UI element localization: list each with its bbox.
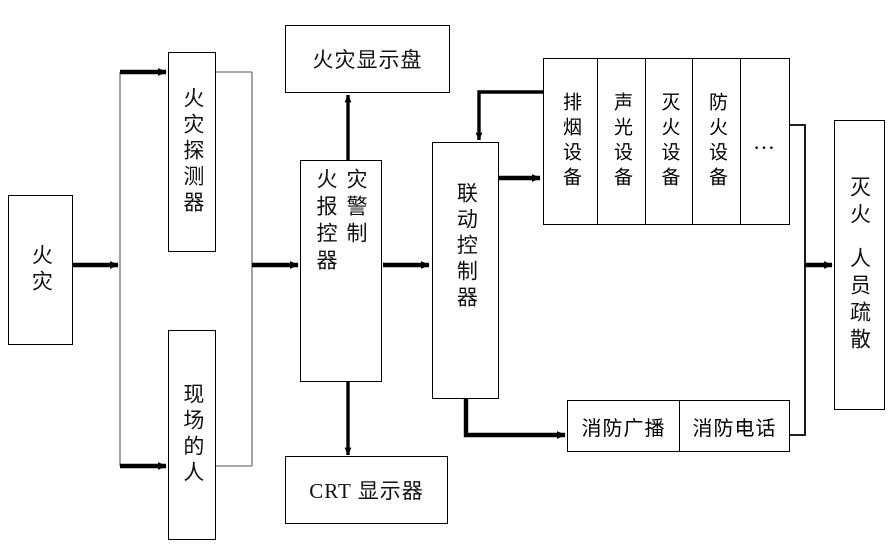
node-crt-monitor[interactable]: CRT 显示器: [285, 456, 448, 524]
node-fire[interactable]: 火灾: [8, 195, 73, 345]
equipment-cell-extinguishing-label: 灭火设备: [658, 91, 680, 192]
alarm-controller-col-left: 火报控器: [314, 168, 338, 276]
wire-linkage-to-comm: [463, 399, 566, 439]
alarm-controller-col-right: 灾警制: [344, 168, 368, 249]
comm-cell-broadcast[interactable]: 消防广播: [568, 401, 680, 451]
node-evacuation[interactable]: 灭火 人员疏散: [834, 120, 885, 410]
wire-equipment-to-linkage: [475, 90, 543, 141]
wire-equipment-to-right-bus: [790, 124, 806, 436]
comm-group: 消防广播 消防电话: [567, 400, 790, 452]
node-evacuation-line1: 灭火: [847, 175, 872, 230]
node-fire-detector-label: 火灾探测器: [180, 87, 205, 217]
node-alarm-controller[interactable]: 灾警制 火报控器: [300, 160, 382, 382]
node-linkage-controller[interactable]: 联动控制器: [432, 142, 499, 399]
node-fire-detector[interactable]: 火灾探测器: [168, 52, 216, 252]
node-alarm-controller-label: 灾警制 火报控器: [301, 154, 381, 388]
equipment-cell-more-label: …: [753, 128, 777, 154]
node-evacuation-label: 灭火 人员疏散: [845, 121, 875, 409]
node-fire-display-panel[interactable]: 火灾显示盘: [285, 25, 450, 93]
equipment-cell-audible-visual-label: 声光设备: [611, 91, 632, 192]
equipment-cell-more[interactable]: …: [741, 59, 789, 224]
equipment-cell-extinguishing[interactable]: 灭火设备: [646, 59, 693, 224]
node-evacuation-line2: 人员疏散: [847, 246, 872, 355]
node-fire-label: 火灾: [29, 244, 54, 296]
comm-cell-telephone[interactable]: 消防电话: [680, 401, 789, 451]
equipment-group: 排烟设备 声光设备 灭火设备 防火设备 …: [543, 58, 790, 225]
comm-cell-telephone-label: 消防电话: [692, 417, 777, 440]
equipment-cell-fire-prevention[interactable]: 防火设备: [693, 59, 741, 224]
node-people-on-site[interactable]: 现场的人: [168, 330, 216, 540]
equipment-cell-audible-visual[interactable]: 声光设备: [598, 59, 646, 224]
equipment-cell-smoke-exhaust[interactable]: 排烟设备: [544, 59, 598, 224]
equipment-cell-smoke-exhaust-label: 排烟设备: [560, 91, 581, 192]
node-people-on-site-label: 现场的人: [180, 383, 205, 487]
equipment-cell-fire-prevention-label: 防火设备: [706, 91, 727, 192]
node-linkage-controller-label: 联动控制器: [454, 181, 479, 312]
comm-cell-broadcast-label: 消防广播: [581, 417, 666, 440]
node-fire-display-panel-label: 火灾显示盘: [312, 48, 423, 72]
node-crt-monitor-label: CRT 显示器: [309, 479, 424, 503]
